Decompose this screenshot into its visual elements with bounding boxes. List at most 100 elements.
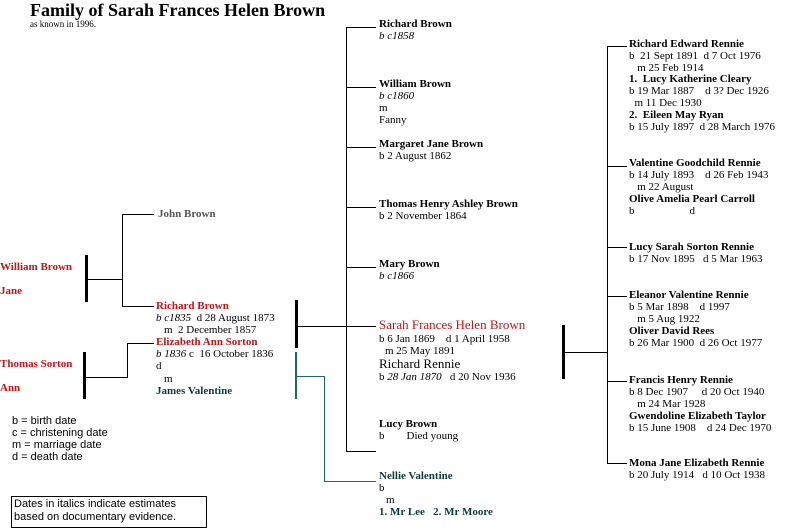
father-dates: b c1835 d 28 August 1873 [156,312,275,324]
couple-bar [85,255,88,302]
mother-elizabeth-ann-sorton: Elizabeth Ann Sorton [156,336,258,348]
note-line: Dates in italics indicate estimates [14,498,177,510]
couple-bar [562,325,565,379]
page-subtitle: as known in 1996. [30,19,96,29]
child-name: Nellie Valentine [379,470,453,482]
mother-death: d [156,360,162,372]
connector [607,166,627,167]
legend-item: b = birth date [12,415,77,427]
couple-bar [295,300,298,348]
grandchild-dates: b 14 July 1893 d 26 Feb 1943 [629,169,769,181]
connector [346,326,376,327]
mother-birth: b 1836 [156,348,187,360]
connector [607,296,627,297]
connector [122,214,154,215]
child-marriage: m [379,102,388,114]
connector [564,352,608,353]
grandmother-jane: Jane [0,285,22,297]
grandchild-spouse: 1. Lucy Katherine Cleary [629,73,752,85]
connector [122,306,154,307]
note-line: based on documentary evidence. [14,511,177,523]
child-dates: b c1866 [379,270,415,282]
spouse-birth: 28 Jan 1870 [387,371,442,383]
child-name: Richard Brown [379,18,452,30]
grandchild-name: Richard Edward Rennie [629,38,744,50]
grandchild-dates: b 21 Sept 1891 d 7 Oct 1976 [629,50,761,62]
grandchild-name: Eleanor Valentine Rennie [629,289,749,301]
grandchild-dates: b 8 Dec 1907 d 20 Oct 1940 [629,386,765,398]
spouse-dates: b 15 June 1908 d 24 Dec 1970 [629,422,772,434]
parents-marriage: m 2 December 1857 [164,324,257,336]
spouse-richard-rennie: Richard Rennie [379,356,461,371]
grandchild-marriage: m 22 August [629,181,694,193]
connector [346,87,376,88]
subject-dates: b 6 Jan 1869 d 1 April 1958 [379,333,510,345]
connector [346,147,376,148]
grandchild-dates: b 5 Mar 1898 d 1997 [629,301,730,313]
connector [324,376,325,482]
child-dates: b [379,482,385,494]
grandfather-thomas-sorton: Thomas Sorton [0,358,73,370]
legend-item: c = christening date [12,427,108,439]
spouse-dates: b 26 Mar 1900 d 26 Oct 1977 [629,337,763,349]
james-valentine: James Valentine [156,385,233,397]
child-name: Margaret Jane Brown [379,138,484,150]
couple-bar [83,352,86,399]
child-name: Thomas Henry Ashley Brown [379,198,518,210]
mother-marriage2: m [164,373,173,385]
connector [346,451,376,452]
grandchild-name: Mona Jane Elizabeth Rennie [629,457,765,469]
italics-note-box: Dates in italics indicate estimates base… [11,496,207,528]
connector [346,267,376,268]
spouse-dates: b 19 Mar 1887 d 3? Dec 1926 [629,85,769,97]
couple-bar-teal [295,352,297,399]
subject-sarah-frances-helen-brown: Sarah Frances Helen Brown [379,317,526,332]
mother-christening: c 16 October 1836 [189,348,274,360]
grandchild-marriage: m 25 Feb 1914 [629,62,704,74]
legend-item: m = marriage date [12,439,102,451]
child-dates: b Died young [379,430,459,442]
spouse-b-label: b [379,371,388,383]
connector [127,343,154,344]
connector [297,376,325,377]
connector [324,481,376,482]
child-dates: b c1860 [379,90,415,102]
child-name: William Brown [379,78,452,90]
grandchild-marriage: m 11 Dec 1930 [629,97,702,109]
grandchild-name: Francis Henry Rennie [629,374,733,386]
spouse-dates: b 15 July 1897 d 28 March 1976 [629,121,776,133]
child-spouse: Fanny [379,114,407,126]
connector [297,326,347,327]
child-dates: b c1858 [379,30,415,42]
grandchild-spouse: Oliver David Rees [629,325,715,337]
connector [346,27,376,28]
grandchild-spouse: Gwendoline Elizabeth Taylor [629,410,766,422]
grandfather-william-brown: William Brown [0,261,73,273]
subject-marriage: m 25 May 1891 [385,345,455,357]
connector [127,343,128,378]
page-title: Family of Sarah Frances Helen Brown [30,0,326,20]
mother-dates: b 1836 c 16 October 1836 [156,348,273,360]
father-birth: b c1835 [156,312,192,324]
connector [607,247,627,248]
connector [607,46,627,47]
child-spouses: 1. Mr Lee 2. Mr Moore [379,506,493,518]
grandchild-name: Lucy Sarah Sorton Rennie [629,241,754,253]
connector [85,377,128,378]
connector [122,214,123,307]
child-name: Lucy Brown [379,418,438,430]
child-dates: b 2 November 1864 [379,210,467,222]
grandchild-dates: b 20 July 1914 d 10 Oct 1938 [629,469,765,481]
father-death: d 28 August 1873 [196,312,275,324]
child-marriage: m [386,494,395,506]
spouse-death: d 20 Nov 1936 [441,371,516,383]
grandchild-name: Valentine Goodchild Rennie [629,157,761,169]
child-name: Mary Brown [379,258,440,270]
spouse-dates: b 28 Jan 1870 d 20 Nov 1936 [379,371,516,383]
children-line [346,27,347,452]
father-richard-brown: Richard Brown [156,300,229,312]
child-dates: b 2 August 1862 [379,150,452,162]
connector [607,463,627,464]
legend-item: d = death date [12,451,83,463]
